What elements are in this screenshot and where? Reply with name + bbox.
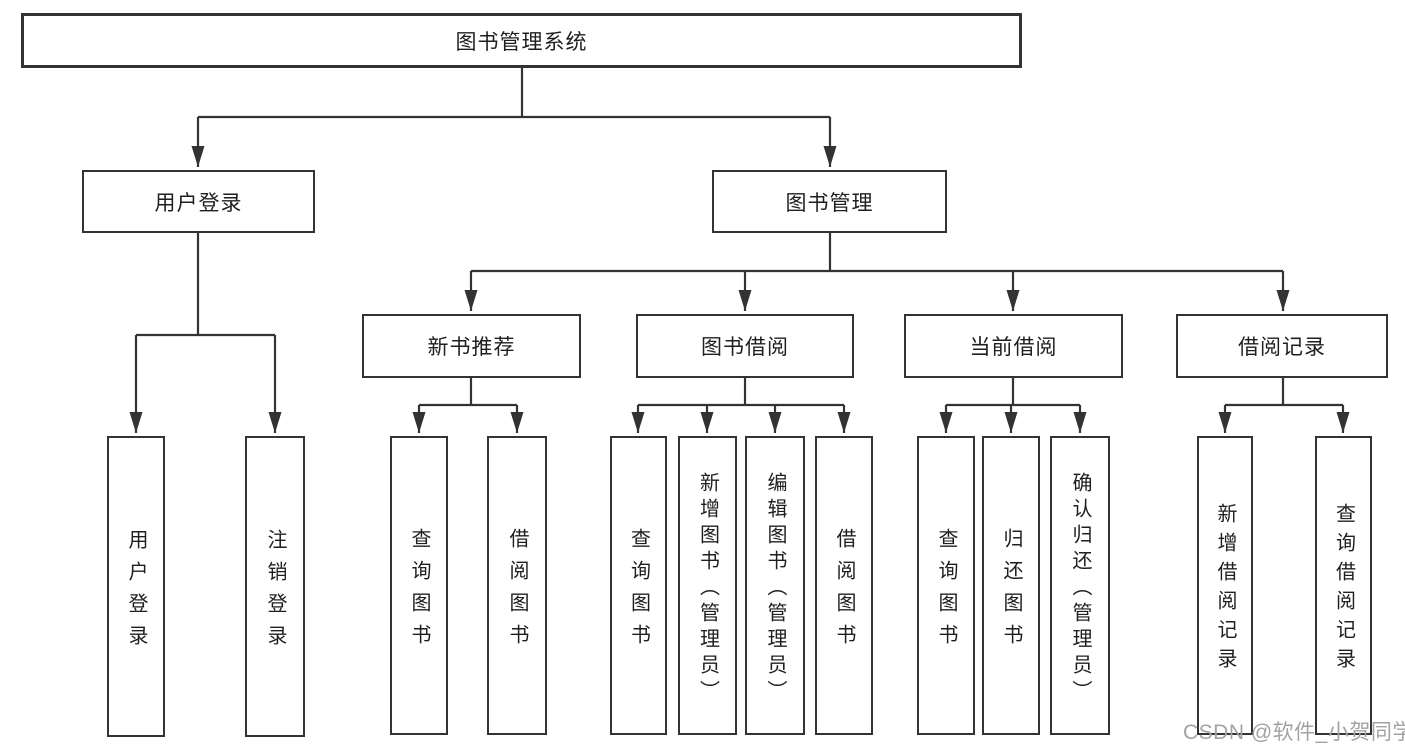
node-label: 借阅图书 [833, 527, 855, 656]
node-label: 借阅图书 [506, 527, 528, 656]
node-borrowing-records: 借阅记录 [1176, 314, 1388, 378]
leaf-borrowing-borrow-books: 借阅图书 [815, 436, 873, 735]
leaf-current-query-books: 查询图书 [917, 436, 975, 735]
node-label: 用户登录 [125, 528, 147, 657]
node-label: 查询图书 [935, 527, 957, 656]
node-book-borrowing: 图书借阅 [636, 314, 854, 378]
node-label: 编辑图书（管理员） [764, 471, 786, 706]
node-label: 图书借阅 [701, 336, 789, 359]
node-book-management: 图书管理 [712, 170, 947, 233]
node-label: 归还图书 [1000, 527, 1022, 656]
node-label: 查询借阅记录 [1332, 503, 1355, 677]
leaf-logout-login: 注销登录 [245, 436, 305, 737]
node-library-management-system: 图书管理系统 [21, 13, 1022, 68]
leaf-records-add-borrow-record: 新增借阅记录 [1197, 436, 1253, 735]
leaf-borrowing-add-books-admin: 新增图书（管理员） [678, 436, 737, 735]
node-current-borrowing: 当前借阅 [904, 314, 1123, 378]
node-label: 注销登录 [264, 528, 286, 657]
leaf-current-confirm-return-admin: 确认归还（管理员） [1050, 436, 1110, 735]
node-user-login: 用户登录 [82, 170, 315, 233]
node-label: 用户登录 [154, 191, 243, 215]
node-label: 当前借阅 [969, 336, 1058, 359]
node-label: 新书推荐 [427, 336, 516, 359]
leaf-current-return-books: 归还图书 [982, 436, 1040, 735]
leaf-borrowing-query-books: 查询图书 [610, 436, 667, 735]
node-label: 图书管理 [785, 191, 874, 215]
node-label: 图书管理系统 [455, 30, 588, 54]
leaf-recommend-query-books: 查询图书 [390, 436, 448, 735]
leaf-borrowing-edit-books-admin: 编辑图书（管理员） [745, 436, 805, 735]
node-new-book-recommendation: 新书推荐 [362, 314, 581, 378]
node-label: 借阅记录 [1238, 336, 1326, 359]
node-label: 查询图书 [627, 527, 650, 656]
leaf-records-query-borrow-record: 查询借阅记录 [1315, 436, 1372, 735]
leaf-recommend-borrow-books: 借阅图书 [487, 436, 547, 735]
node-label: 新增图书（管理员） [696, 471, 719, 706]
leaf-user-login: 用户登录 [107, 436, 165, 737]
watermark-text: CSDN @软件_小贺同学 [1183, 721, 1405, 744]
node-label: 确认归还（管理员） [1069, 471, 1091, 706]
node-label: 查询图书 [408, 527, 430, 656]
node-label: 新增借阅记录 [1214, 503, 1236, 677]
